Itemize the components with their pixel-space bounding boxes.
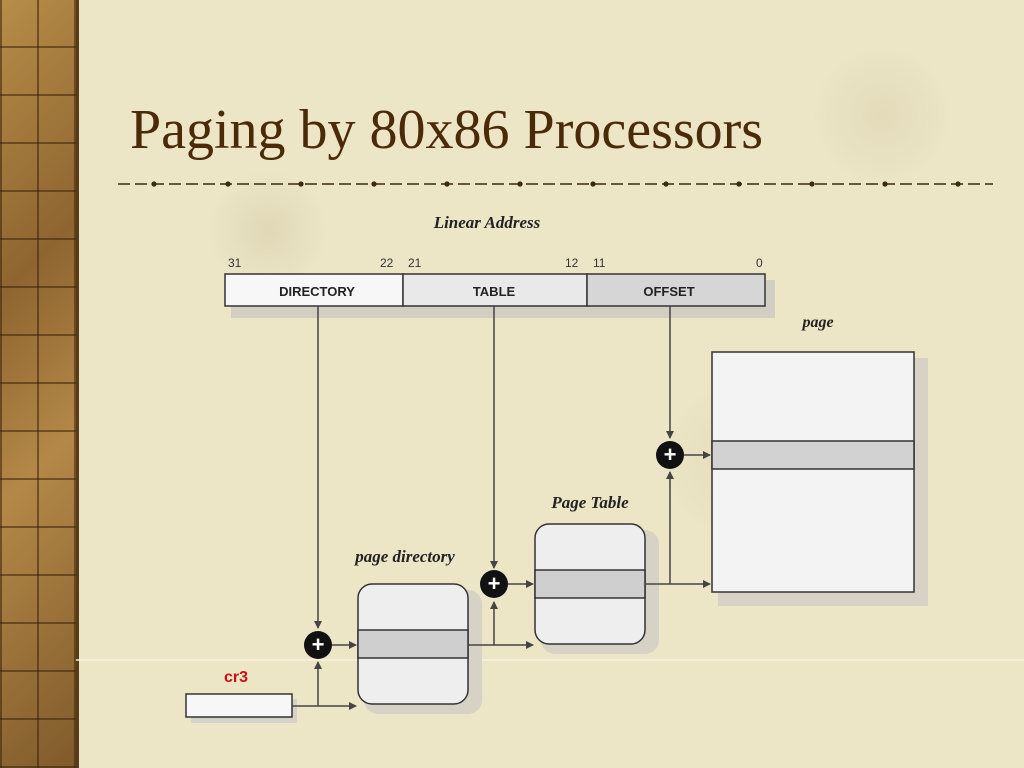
adder-table: + [480, 570, 508, 598]
plus-icon: + [312, 632, 325, 657]
bit-label-0: 0 [756, 256, 763, 270]
cr3-register [185, 693, 297, 723]
directory-field-label: DIRECTORY [279, 284, 355, 299]
linear-address-register: DIRECTORY TABLE OFFSET [224, 273, 775, 318]
left-decorative-band [0, 0, 76, 768]
connector-lines [292, 306, 711, 710]
adder-directory: + [304, 631, 332, 659]
cr3-label: cr3 [224, 669, 248, 686]
page-directory-label: page directory [353, 547, 455, 566]
divider-dots [151, 181, 961, 187]
page-table [534, 523, 659, 654]
page-table-entry [534, 569, 646, 599]
page-table-label: Page Table [550, 493, 629, 512]
band-edge-line [76, 0, 79, 768]
slide-title: Paging by 80x86 Processors [130, 99, 764, 161]
page-frame [711, 351, 928, 606]
bit-label-11: 11 [593, 256, 606, 270]
title-divider [118, 181, 993, 187]
adder-offset: + [656, 441, 684, 469]
bit-label-31: 31 [228, 256, 242, 270]
page-entry [711, 440, 915, 470]
directory-field [224, 273, 404, 307]
bit-label-21: 21 [408, 256, 422, 270]
bit-label-22: 22 [380, 256, 394, 270]
plus-icon: + [488, 571, 501, 596]
bit-label-12: 12 [565, 256, 579, 270]
offset-field [586, 273, 766, 307]
table-field-label: TABLE [473, 284, 516, 299]
offset-field-label: OFFSET [643, 284, 694, 299]
linear-address-label: Linear Address [433, 213, 541, 232]
page-directory [357, 583, 482, 714]
plus-icon: + [664, 442, 677, 467]
page-label: page [800, 314, 833, 331]
page-directory-entry [357, 629, 469, 659]
